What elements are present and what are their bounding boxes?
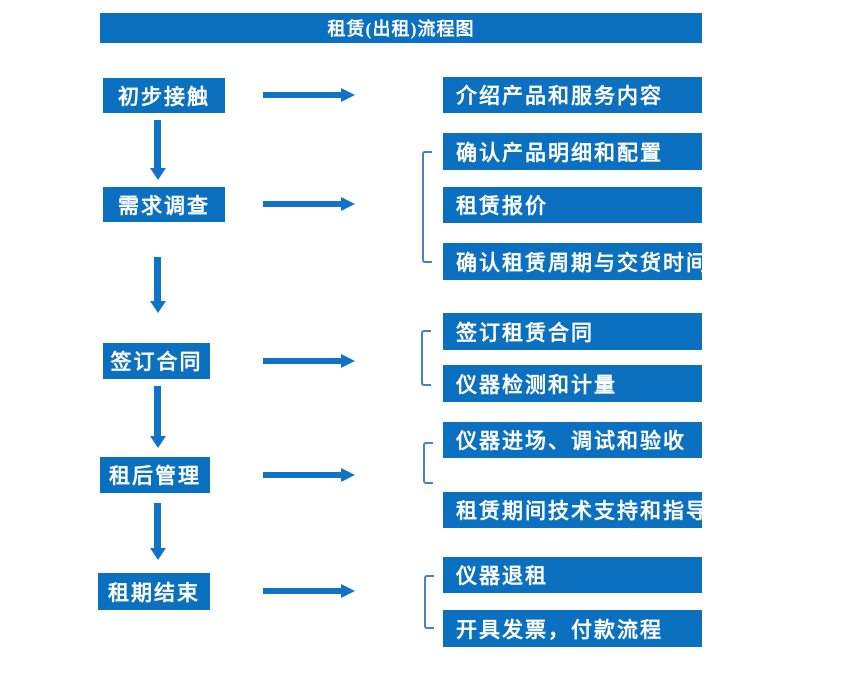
flowchart-title: 租赁(出租)流程图 (100, 13, 702, 43)
arrow-right-icon (263, 354, 355, 368)
arrow-down-icon (150, 386, 166, 448)
step-demand-survey: 需求调查 (103, 187, 225, 222)
arrow-right-icon (263, 468, 355, 482)
group-bracket-icon (421, 330, 431, 386)
arrow-right-icon (263, 88, 355, 102)
detail-box: 介绍产品和服务内容 (443, 77, 702, 113)
arrow-right-icon (263, 584, 355, 598)
detail-box: 确认租赁周期与交货时间 (443, 243, 707, 280)
step-rental-end: 租期结束 (98, 573, 210, 610)
detail-box: 开具发票，付款流程 (443, 610, 702, 647)
detail-box: 仪器检测和计量 (443, 365, 702, 402)
arrow-down-icon (150, 257, 166, 313)
step-initial-contact: 初步接触 (103, 78, 225, 113)
detail-box: 租赁期间技术支持和指导 (443, 492, 707, 528)
detail-box: 仪器进场、调试和验收 (443, 422, 702, 458)
arrow-down-icon (150, 120, 166, 180)
group-bracket-icon (423, 442, 433, 484)
detail-box: 签订租赁合同 (443, 313, 702, 350)
detail-box: 确认产品明细和配置 (443, 133, 702, 170)
group-bracket-icon (422, 151, 432, 263)
arrow-down-icon (150, 503, 166, 560)
detail-box: 租赁报价 (443, 187, 702, 223)
detail-box: 仪器退租 (443, 557, 702, 593)
step-sign-contract: 签订合同 (103, 343, 210, 379)
arrow-right-icon (263, 197, 355, 211)
group-bracket-icon (424, 575, 434, 629)
step-post-rental-management: 租后管理 (100, 457, 210, 493)
